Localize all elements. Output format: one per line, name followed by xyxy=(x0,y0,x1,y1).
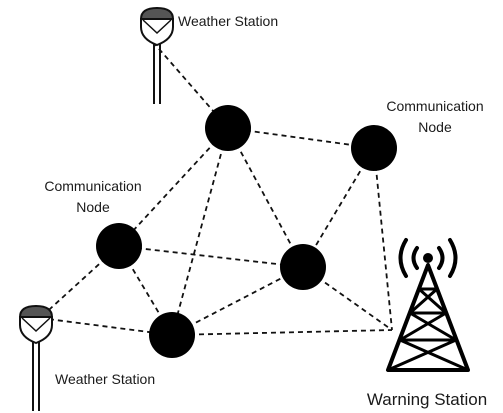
communication-node-left-label-line1: Communication xyxy=(44,178,141,194)
link-node-e-to-warning-station xyxy=(171,329,393,336)
link-weather-top-to-node-a xyxy=(152,41,229,129)
communication-node-right-label-line1: Communication xyxy=(386,98,483,114)
link-node-b-to-warning-station xyxy=(373,147,393,331)
radio-tower-icon xyxy=(386,238,470,372)
link-node-e-to-node-d xyxy=(171,266,304,336)
communication-node-right xyxy=(351,125,397,171)
communication-nodes xyxy=(96,105,397,358)
communication-node-left xyxy=(96,223,142,269)
communication-node-top xyxy=(205,105,251,151)
weather-station-top-label: Weather Station xyxy=(178,13,278,29)
link-node-c-to-node-d xyxy=(118,245,304,268)
weather-station-icon xyxy=(18,304,54,411)
communication-node-bottom xyxy=(149,312,195,358)
communication-node-center xyxy=(280,244,326,290)
communication-node-right-label-line2: Node xyxy=(418,119,452,135)
link-node-a-to-node-e xyxy=(171,127,229,336)
warning-station-label: Warning Station xyxy=(367,390,487,409)
weather-station-bottom-label: Weather Station xyxy=(55,371,155,387)
communication-node-left-label-line2: Node xyxy=(76,199,110,215)
link-node-a-to-node-b xyxy=(227,127,375,149)
link-node-a-to-node-d xyxy=(227,127,304,268)
weather-station-icon xyxy=(139,6,175,104)
